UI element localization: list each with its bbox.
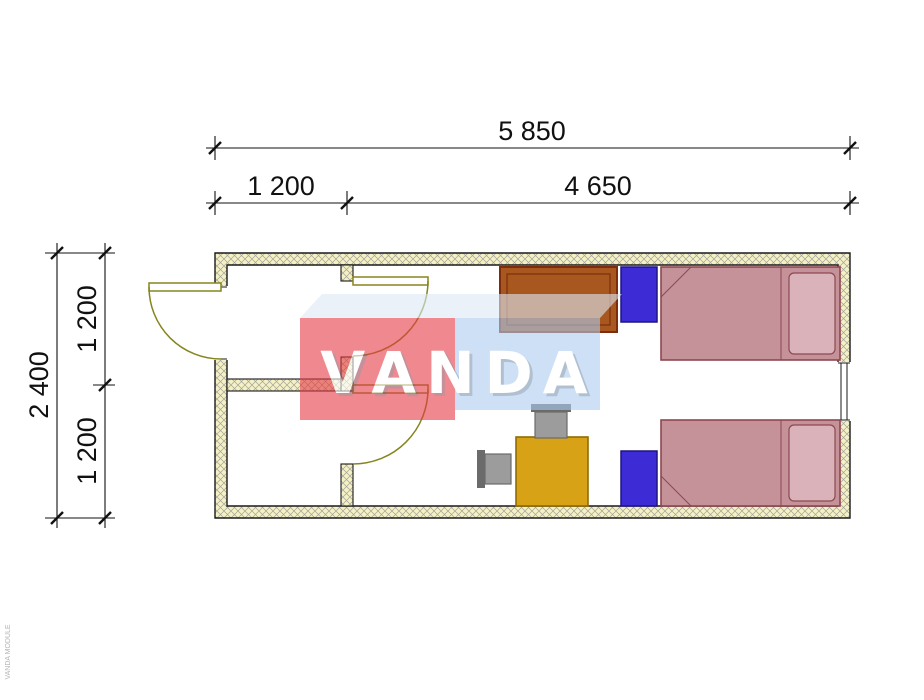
dimension-left-segments — [93, 243, 115, 528]
dim-label-total-height: 2 400 — [24, 351, 54, 419]
watermark-text-shadow: VANDA — [323, 342, 600, 410]
pillow-bottom — [788, 424, 836, 502]
watermark-red-face — [300, 318, 455, 420]
partition-wall-bottom-stub — [340, 463, 354, 507]
bed-top — [660, 266, 841, 361]
watermark-text: VANDA — [320, 339, 597, 407]
dim-label-entry-width: 1 200 — [247, 171, 315, 201]
table — [515, 436, 589, 507]
dimension-top-segments — [206, 191, 859, 215]
nightstand-bottom — [620, 450, 658, 507]
window — [836, 362, 852, 421]
nightstand-top — [620, 266, 658, 323]
bed-bottom — [660, 419, 841, 507]
dim-label-total-width: 5 850 — [498, 116, 566, 146]
entry-door-opening — [212, 286, 229, 360]
dimension-top-total — [206, 136, 859, 160]
partition-wall-top-stub — [340, 264, 354, 282]
dim-label-room-width: 4 650 — [564, 171, 632, 201]
chair-left — [477, 450, 512, 488]
watermark-blue-face — [455, 318, 600, 410]
pillow-top — [788, 272, 836, 355]
watermark-top-face — [300, 294, 622, 318]
fine-print: VANDA MODULE — [5, 624, 12, 679]
vanda-watermark: VANDA VANDA — [300, 294, 622, 420]
dim-label-top-half: 1 200 — [72, 285, 102, 353]
dim-label-bottom-half: 1 200 — [72, 417, 102, 485]
entry-door — [148, 282, 222, 360]
